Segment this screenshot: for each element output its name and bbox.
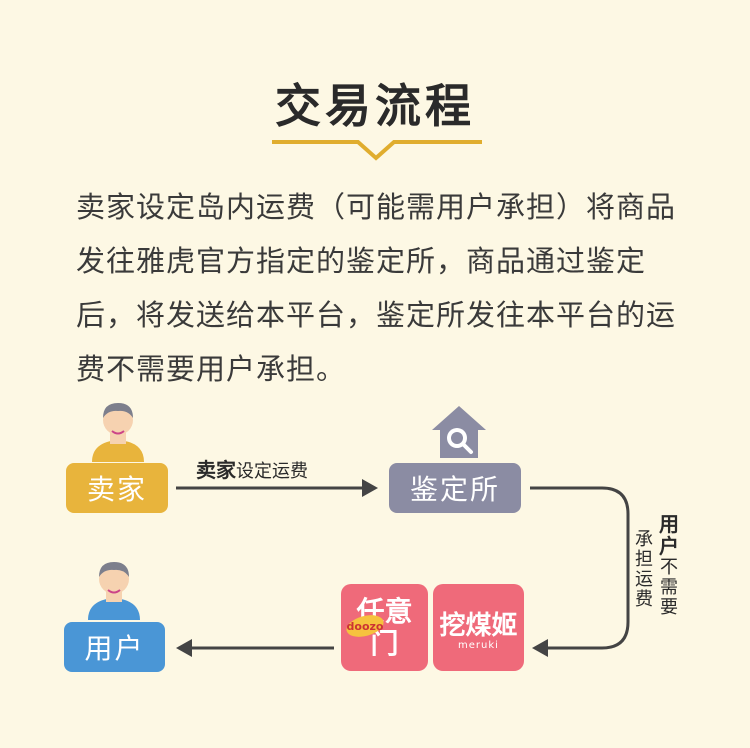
title-underline [272, 140, 482, 161]
user-node: 用户 [64, 622, 165, 672]
authenticator-node: 鉴定所 [389, 463, 521, 513]
house-search-icon [432, 406, 486, 458]
seller-edge-label-bold: 卖家 [196, 458, 236, 482]
seller-edge-label: 卖家设定运费 [196, 454, 308, 483]
platform-edge-label: 用户不需要 [658, 514, 680, 618]
platform-edge-label-text: 不需要 [660, 557, 678, 618]
arrowhead-platform-to-user [176, 639, 192, 657]
mercari-logo: 挖煤姬 meruki [433, 584, 524, 671]
platform-edge-side-label: 承担运费 [635, 529, 653, 610]
seller-avatar-icon [92, 403, 144, 462]
seller-edge-label-text: 设定运费 [236, 461, 308, 482]
arrow-auth-to-platform [530, 486, 630, 650]
rinyimen-badge: doozo [346, 615, 384, 637]
user-avatar-icon [88, 562, 140, 620]
description-text: 卖家设定岛内运费（可能需用户承担）将商品发往雅虎官方指定的鉴定所，商品通过鉴定后… [76, 190, 677, 386]
arrowhead-seller-to-auth [362, 479, 378, 497]
rinyimen-badge-text: doozo [347, 620, 384, 633]
arrowhead-auth-to-platform [532, 639, 548, 657]
mercari-logo-main: 挖煤姬 [439, 610, 518, 641]
platform-edge-label-bold: 用户 [659, 512, 679, 558]
page-title: 交易流程 [275, 79, 475, 133]
mercari-logo-sub: meruki [458, 639, 499, 651]
seller-node: 卖家 [66, 463, 168, 513]
